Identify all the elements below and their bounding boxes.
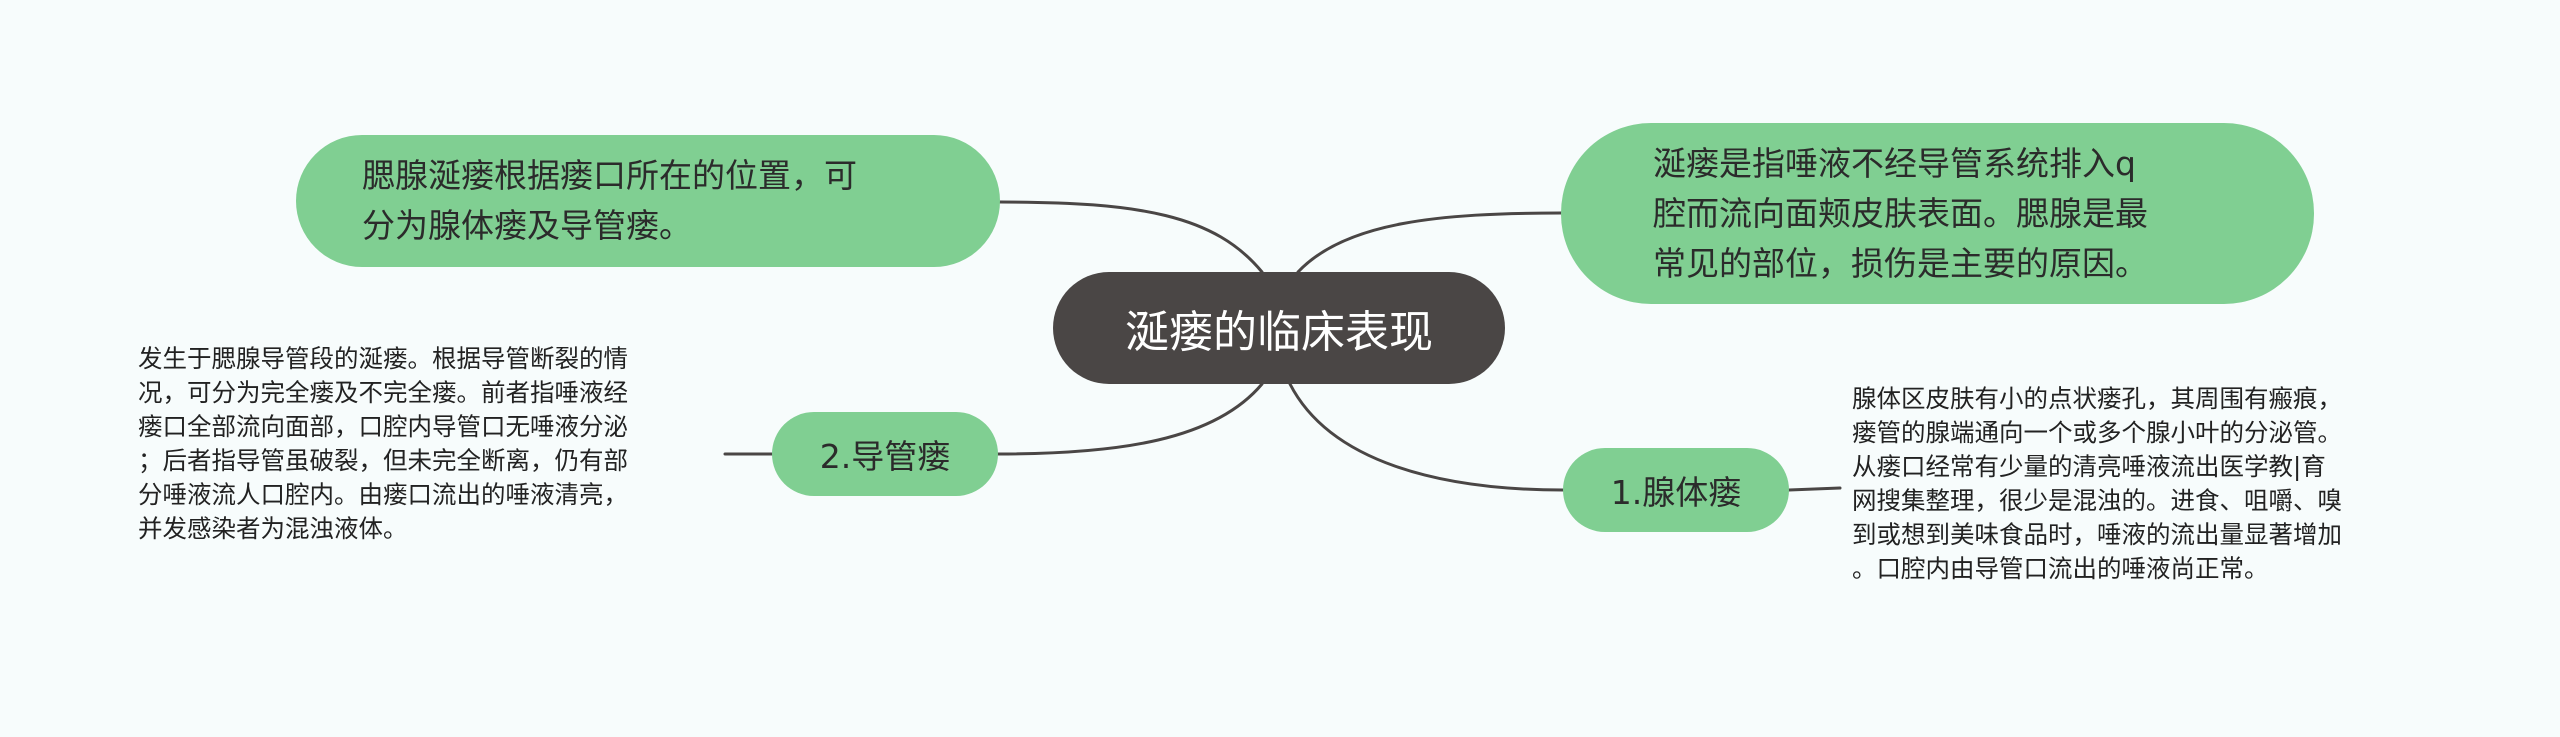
leaf-text-duct-fistula: 发生于腮腺导管段的涎瘘。根据导管断裂的情 况，可分为完全瘘及不完全瘘。前者指唾液… xyxy=(138,344,628,543)
topic-node-top-right-label: 涎瘘是指唾液不经导管系统排入q 腔而流向面颊皮肤表面。腮腺是最 常见的部位，损伤… xyxy=(1653,143,2148,283)
topic-node-duct-fistula-label: 2.导管瘘 xyxy=(819,437,951,476)
topic-node-top-left-label: 腮腺涎瘘根据瘘口所在的位置，可 分为腺体瘘及导管瘘。 xyxy=(362,156,857,245)
topic-node-gland-fistula-label: 1.腺体瘘 xyxy=(1610,473,1742,512)
topic-node-top-left[interactable]: 腮腺涎瘘根据瘘口所在的位置，可 分为腺体瘘及导管瘘。 xyxy=(296,135,1000,267)
central-topic-label: 涎瘘的临床表现 xyxy=(1125,307,1433,358)
leaf-text-gland-fistula: 腺体区皮肤有小的点状瘘孔，其周围有瘢痕， 瘘管的腺端通向一个或多个腺小叶的分泌管… xyxy=(1852,384,2342,583)
link-branch-1 xyxy=(1288,382,1565,492)
link-leaf-right xyxy=(1787,486,1842,492)
topic-node-gland-fistula[interactable]: 1.腺体瘘 xyxy=(1563,448,1789,532)
central-topic[interactable]: 涎瘘的临床表现 xyxy=(1053,272,1505,384)
topic-node-top-right[interactable]: 涎瘘是指唾液不经导管系统排入q 腔而流向面颊皮肤表面。腮腺是最 常见的部位，损伤… xyxy=(1561,123,2314,304)
link-top-left xyxy=(998,200,1264,274)
topic-node-duct-fistula[interactable]: 2.导管瘘 xyxy=(772,412,998,496)
link-top-right xyxy=(1296,211,1563,274)
link-branch-2 xyxy=(996,382,1264,456)
